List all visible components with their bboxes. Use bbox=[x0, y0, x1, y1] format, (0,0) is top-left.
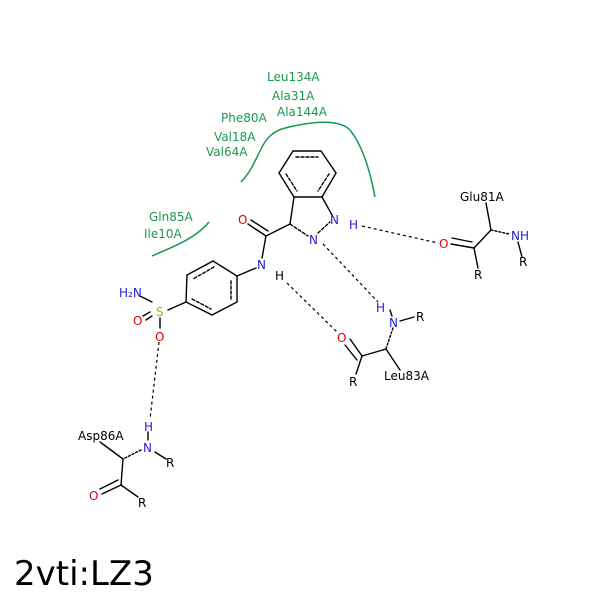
atom-leu83-r2: R bbox=[349, 375, 357, 389]
atom-indazole-n1: N bbox=[330, 213, 339, 227]
residue-label-ile10: Ile10A bbox=[144, 227, 183, 241]
atom-leu83-nitrogen: N bbox=[389, 316, 398, 330]
residue-label-glu81: Glu81A bbox=[460, 190, 505, 204]
atom-leu83-r1: R bbox=[416, 310, 424, 324]
hydrophobic-arc-top bbox=[240, 121, 376, 198]
hbond-sulfonyl-asp86 bbox=[149, 341, 160, 420]
indazole-pyrazole-ring bbox=[289, 196, 333, 237]
residue-label-phe80: Phe80A bbox=[221, 111, 267, 125]
atom-asp86-hydrogen: H bbox=[144, 420, 153, 434]
hbond-amide-leu83 bbox=[286, 282, 339, 334]
phenyl-ring bbox=[185, 260, 257, 316]
residue-label-gln85: Gln85A bbox=[149, 210, 194, 224]
leu83-fragment-bonds bbox=[344, 309, 415, 375]
atom-glu81-r2: R bbox=[474, 268, 482, 282]
glu81-fragment-bonds bbox=[450, 202, 523, 269]
diagram-title: 2vti:LZ3 bbox=[14, 554, 154, 594]
hydrophobic-arc-left bbox=[151, 221, 210, 257]
atom-sulfonyl-oxygen-1: O bbox=[133, 314, 142, 328]
atom-asp86-nitrogen: N bbox=[143, 441, 152, 455]
atom-sulfonamide-nh2: H₂N bbox=[119, 286, 142, 300]
residue-label-leu134: Leu134A bbox=[267, 70, 320, 84]
atom-leu83-hydrogen: H bbox=[376, 301, 385, 315]
hbond-indazole-leu83 bbox=[322, 243, 379, 303]
carboxamide-bonds bbox=[247, 219, 291, 259]
atom-amide-nitrogen: N bbox=[257, 258, 266, 272]
residue-label-leu83: Leu83A bbox=[384, 369, 430, 383]
indazole-benzene-ring bbox=[278, 150, 337, 198]
atom-indazole-h1: H bbox=[349, 218, 358, 232]
atom-sulfonyl-oxygen-2: O bbox=[155, 330, 164, 344]
atom-glu81-nh: NH bbox=[511, 229, 529, 243]
residue-label-asp86: Asp86A bbox=[78, 429, 124, 443]
residue-label-val64: Val64A bbox=[206, 145, 248, 159]
atom-asp86-r2: R bbox=[138, 496, 146, 510]
atom-indazole-n2: N bbox=[309, 233, 318, 247]
hbond-indazole-glu81 bbox=[361, 225, 439, 244]
atom-asp86-r1: R bbox=[166, 456, 174, 470]
atom-glu81-oxygen: O bbox=[439, 237, 448, 251]
asp86-fragment-bonds bbox=[99, 431, 167, 498]
atom-glu81-r1: R bbox=[519, 255, 527, 269]
atom-amide-hydrogen: H bbox=[275, 269, 284, 283]
residue-label-val18: Val18A bbox=[214, 130, 256, 144]
atom-amide-oxygen: O bbox=[238, 213, 247, 227]
sulfonamide-bonds bbox=[139, 295, 187, 329]
atom-sulfur: S bbox=[156, 305, 164, 319]
residue-label-ala31: Ala31A bbox=[272, 89, 315, 103]
atom-leu83-oxygen: O bbox=[337, 331, 346, 345]
atom-asp86-oxygen: O bbox=[89, 489, 98, 503]
residue-label-ala144: Ala144A bbox=[277, 105, 328, 119]
